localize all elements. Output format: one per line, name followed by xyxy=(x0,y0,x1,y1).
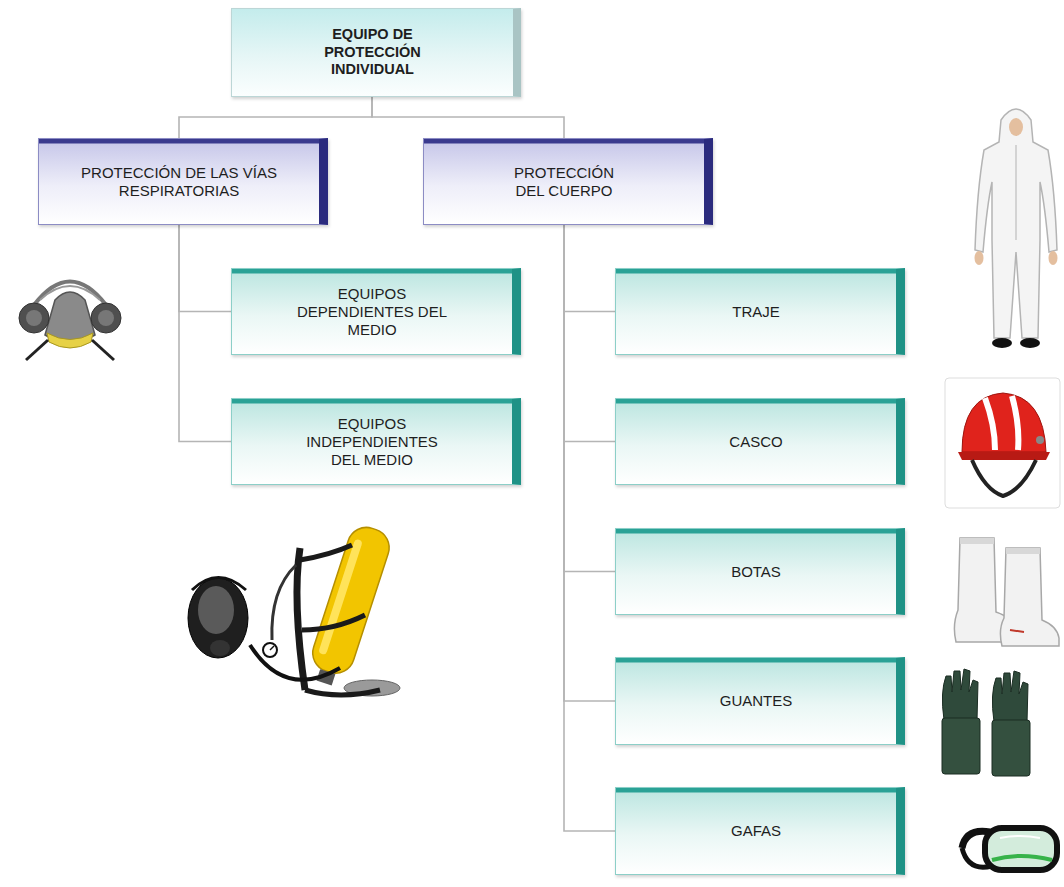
boots-illustration xyxy=(954,538,1059,646)
box-label: EQUIPO DE PROTECCIÓN INDIVIDUAL xyxy=(305,26,440,78)
helmet-illustration xyxy=(945,378,1060,508)
box-label: BOTAS xyxy=(731,563,781,581)
breathing-apparatus-illustration xyxy=(188,522,400,696)
item-box: EQUIPOS INDEPENDIENTES DEL MEDIO xyxy=(231,398,521,485)
box-label: EQUIPOS DEPENDIENTES DEL MEDIO xyxy=(290,285,455,339)
tree-connector xyxy=(564,225,615,572)
item-box: TRAJE xyxy=(615,268,905,355)
tree-connector xyxy=(564,225,615,831)
tree-connector xyxy=(564,225,615,701)
category-box: PROTECCIÓN DE LAS VÍAS RESPIRATORIAS xyxy=(38,138,328,225)
half-mask-illustration xyxy=(19,282,121,361)
box-label: TRAJE xyxy=(732,303,780,321)
tree-connector xyxy=(179,97,372,138)
tree-connector xyxy=(372,97,564,138)
box-label: EQUIPOS INDEPENDIENTES DEL MEDIO xyxy=(290,415,455,469)
suit-illustration xyxy=(975,109,1058,348)
tree-connector xyxy=(179,225,231,442)
box-label: PROTECCIÓN DEL CUERPO xyxy=(499,164,629,200)
item-box: BOTAS xyxy=(615,528,905,615)
item-box: EQUIPOS DEPENDIENTES DEL MEDIO xyxy=(231,268,521,355)
gloves-illustration xyxy=(942,669,1030,776)
item-box: GAFAS xyxy=(615,787,905,875)
root-box: EQUIPO DE PROTECCIÓN INDIVIDUAL xyxy=(231,8,521,97)
tree-connector xyxy=(564,225,615,442)
tree-connector xyxy=(564,225,615,312)
category-box: PROTECCIÓN DEL CUERPO xyxy=(423,138,713,225)
tree-connector xyxy=(179,225,231,312)
item-box: GUANTES xyxy=(615,657,905,745)
box-label: GAFAS xyxy=(731,822,781,840)
goggles-illustration xyxy=(962,828,1057,870)
box-label: GUANTES xyxy=(720,692,793,710)
box-label: PROTECCIÓN DE LAS VÍAS RESPIRATORIAS xyxy=(49,164,309,200)
item-box: CASCO xyxy=(615,398,905,485)
box-label: CASCO xyxy=(729,433,782,451)
